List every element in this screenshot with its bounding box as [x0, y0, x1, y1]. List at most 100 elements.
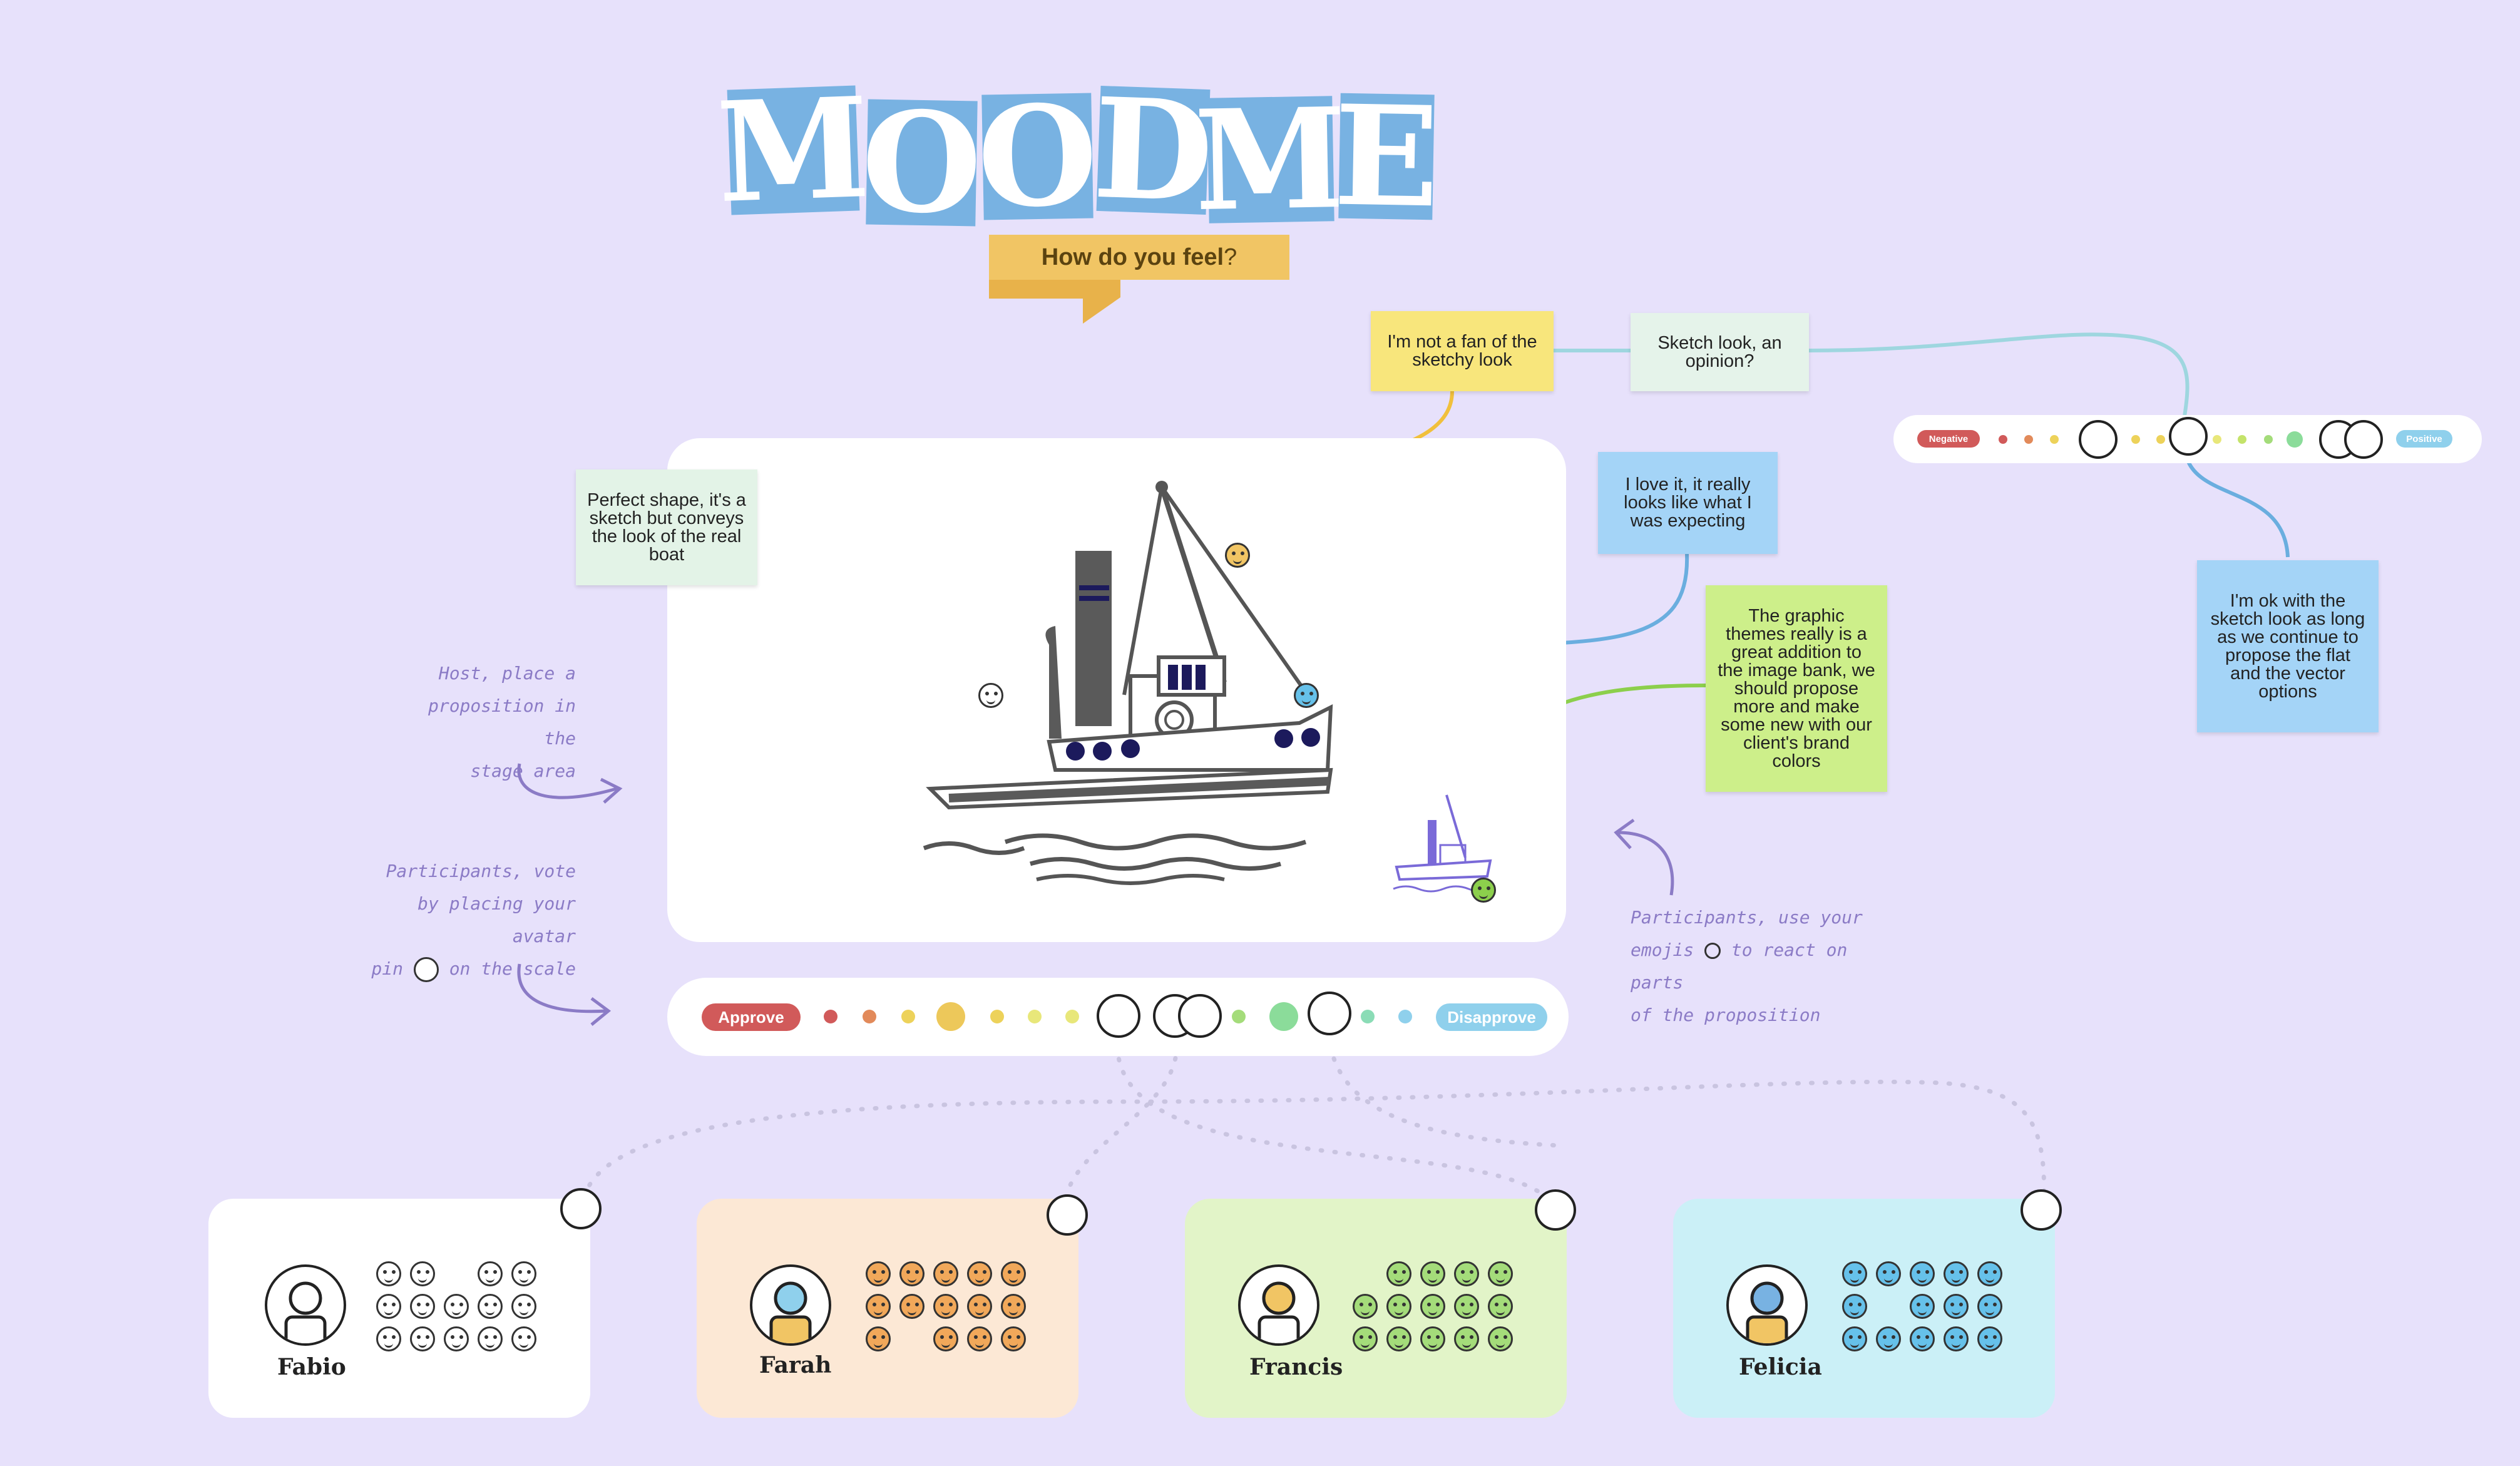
emoji-button[interactable]: [1910, 1261, 1935, 1286]
scale-dot[interactable]: [863, 1010, 876, 1023]
emoji-button[interactable]: [1910, 1294, 1935, 1319]
emoji-button[interactable]: [1488, 1294, 1513, 1319]
reaction-emoji-neutral[interactable]: [1225, 543, 1250, 568]
sticky-note-perfect-shape[interactable]: Perfect shape, it's a sketch but conveys…: [576, 469, 757, 585]
scale-dot[interactable]: [1269, 1002, 1298, 1031]
emoji-button[interactable]: [478, 1294, 503, 1319]
scale-dot[interactable]: [2287, 431, 2303, 448]
emoji-button[interactable]: [410, 1294, 435, 1319]
emoji-button[interactable]: [1977, 1261, 2002, 1286]
emoji-button[interactable]: [376, 1261, 401, 1286]
emoji-button[interactable]: [933, 1326, 958, 1351]
mood-scale-small[interactable]: Negative Positive: [1893, 415, 2482, 463]
scale-dot[interactable]: [2238, 435, 2246, 444]
stage-area[interactable]: [667, 438, 1566, 942]
emoji-button[interactable]: [967, 1326, 992, 1351]
participant-card-farah[interactable]: Farah: [697, 1199, 1078, 1418]
scale-dot[interactable]: [936, 1002, 965, 1031]
scale-dot[interactable]: [2213, 435, 2221, 444]
emoji-button[interactable]: [1876, 1261, 1901, 1286]
emoji-button[interactable]: [1977, 1294, 2002, 1319]
emoji-button[interactable]: [1454, 1294, 1479, 1319]
sticky-note-ok-sketch[interactable]: I'm ok with the sketch look as long as w…: [2197, 560, 2379, 732]
reaction-emoji-smile[interactable]: [1471, 878, 1496, 903]
emoji-button[interactable]: [1386, 1294, 1411, 1319]
small-boat-thumbnail[interactable]: [1384, 789, 1509, 901]
reaction-emoji-tongue[interactable]: [1294, 683, 1319, 708]
participant-card-felicia[interactable]: Felicia: [1673, 1199, 2055, 1418]
emoji-button[interactable]: [1977, 1326, 2002, 1351]
avatar-pin-fabio[interactable]: [2344, 420, 2383, 459]
emoji-button[interactable]: [1353, 1294, 1378, 1319]
scale-dot[interactable]: [1999, 435, 2007, 444]
emoji-button[interactable]: [410, 1261, 435, 1286]
emoji-button[interactable]: [376, 1326, 401, 1351]
scale-dot[interactable]: [1398, 1010, 1412, 1023]
emoji-button[interactable]: [1420, 1261, 1445, 1286]
emoji-button[interactable]: [511, 1326, 536, 1351]
emoji-button[interactable]: [1842, 1261, 1867, 1286]
scale-dot[interactable]: [1361, 1010, 1375, 1023]
emoji-button[interactable]: [1454, 1261, 1479, 1286]
emoji-button[interactable]: [1910, 1326, 1935, 1351]
emoji-button[interactable]: [1842, 1326, 1867, 1351]
emoji-button[interactable]: [933, 1261, 958, 1286]
emoji-button[interactable]: [1876, 1326, 1901, 1351]
emoji-button[interactable]: [1420, 1326, 1445, 1351]
emoji-button[interactable]: [866, 1294, 891, 1319]
emoji-button[interactable]: [967, 1294, 992, 1319]
emoji-button[interactable]: [1001, 1326, 1026, 1351]
card-pin-farah[interactable]: [1047, 1194, 1088, 1236]
emoji-button[interactable]: [866, 1326, 891, 1351]
emoji-button[interactable]: [1353, 1326, 1378, 1351]
emoji-button[interactable]: [933, 1294, 958, 1319]
scale-dot[interactable]: [1028, 1010, 1042, 1023]
avatar-pin-felicia[interactable]: [2169, 417, 2208, 456]
emoji-button[interactable]: [511, 1294, 536, 1319]
card-pin-fabio[interactable]: [560, 1188, 602, 1229]
emoji-button[interactable]: [444, 1326, 469, 1351]
emoji-button[interactable]: [1001, 1294, 1026, 1319]
scale-dot[interactable]: [2131, 435, 2140, 444]
emoji-button[interactable]: [1454, 1326, 1479, 1351]
avatar-pin-francis[interactable]: [1308, 992, 1351, 1035]
scale-dot[interactable]: [1065, 1010, 1079, 1023]
avatar-pin-farah[interactable]: [1097, 994, 1140, 1038]
card-pin-francis[interactable]: [1535, 1189, 1576, 1231]
scale-dot[interactable]: [1232, 1010, 1246, 1023]
emoji-button[interactable]: [1386, 1261, 1411, 1286]
card-pin-felicia[interactable]: [2021, 1189, 2062, 1231]
emoji-button[interactable]: [444, 1294, 469, 1319]
sticky-note-love-it[interactable]: I love it, it really looks like what I w…: [1598, 452, 1778, 554]
emoji-button[interactable]: [376, 1294, 401, 1319]
scale-dot[interactable]: [901, 1010, 915, 1023]
avatar-pin-farah[interactable]: [2079, 420, 2118, 459]
sticky-note-sketchy[interactable]: I'm not a fan of the sketchy look: [1371, 311, 1554, 391]
scale-dot[interactable]: [2264, 435, 2273, 444]
emoji-button[interactable]: [967, 1261, 992, 1286]
emoji-button[interactable]: [1842, 1294, 1867, 1319]
mood-scale-main[interactable]: Approve Disapprove: [667, 978, 1569, 1056]
emoji-button[interactable]: [1944, 1326, 1969, 1351]
emoji-button[interactable]: [1944, 1294, 1969, 1319]
sticky-note-opinion[interactable]: Sketch look, an opinion?: [1631, 313, 1809, 391]
scale-dot[interactable]: [824, 1010, 837, 1023]
emoji-button[interactable]: [1386, 1326, 1411, 1351]
scale-dot[interactable]: [2156, 435, 2165, 444]
scale-dot[interactable]: [2050, 435, 2059, 444]
emoji-button[interactable]: [1001, 1261, 1026, 1286]
avatar-pin-felicia[interactable]: [1178, 994, 1222, 1038]
emoji-button[interactable]: [899, 1294, 925, 1319]
reaction-emoji-glasses[interactable]: [978, 683, 1003, 708]
emoji-button[interactable]: [511, 1261, 536, 1286]
emoji-button[interactable]: [478, 1326, 503, 1351]
emoji-button[interactable]: [1944, 1261, 1969, 1286]
emoji-button[interactable]: [1420, 1294, 1445, 1319]
emoji-button[interactable]: [899, 1261, 925, 1286]
sticky-note-graphic-themes[interactable]: The graphic themes really is a great add…: [1706, 585, 1887, 792]
scale-dot[interactable]: [2024, 435, 2033, 444]
emoji-button[interactable]: [478, 1261, 503, 1286]
emoji-button[interactable]: [1488, 1326, 1513, 1351]
participant-card-francis[interactable]: Francis: [1185, 1199, 1567, 1418]
emoji-button[interactable]: [410, 1326, 435, 1351]
